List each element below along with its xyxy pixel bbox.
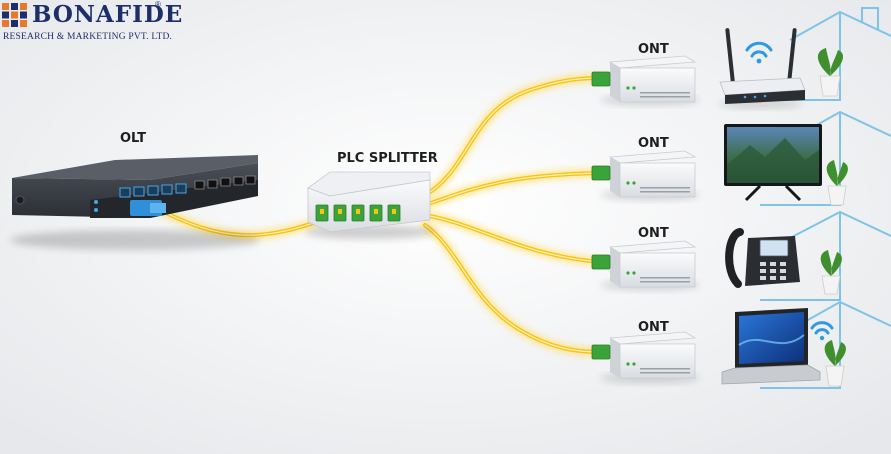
- ont-3-connector: [591, 254, 611, 270]
- ont-4-connector: [591, 344, 611, 360]
- ont-label-2: ONT: [638, 136, 669, 151]
- logo-tagline: RESEARCH & MARKETING PVT. LTD.: [3, 32, 173, 42]
- television-icon: [724, 124, 822, 202]
- olt-label: OLT: [120, 131, 147, 146]
- ont-3: [591, 240, 700, 290]
- plant-icon: [817, 48, 844, 97]
- logo-brand-name: BONAFIDE: [32, 1, 184, 28]
- plant-icon: [824, 340, 846, 387]
- ont-label-1: ONT: [638, 42, 669, 57]
- ip-phone-icon: [725, 228, 800, 288]
- plc-splitter-device: [305, 171, 435, 239]
- plc-splitter-label: PLC SPLITTER: [337, 151, 438, 166]
- wifi-router-icon: [718, 28, 806, 108]
- wifi-signal-icon: [745, 41, 773, 58]
- ont-label-4: ONT: [638, 320, 669, 335]
- fiber-cables: [155, 73, 605, 357]
- ont-1-connector: [591, 71, 611, 87]
- plant-icon: [820, 250, 842, 295]
- olt-status-led: [94, 200, 98, 204]
- company-logo: BONAFIDE ® RESEARCH & MARKETING PVT. LTD…: [2, 0, 182, 46]
- ont-4: [591, 331, 700, 383]
- olt-device: [10, 155, 260, 250]
- laptop-wifi-icon: [810, 321, 834, 335]
- ont-label-3: ONT: [638, 226, 669, 241]
- ont-2: [591, 150, 700, 200]
- ont-units: [591, 55, 700, 383]
- ont-2-connector: [591, 165, 611, 181]
- registered-mark: ®: [155, 0, 161, 9]
- olt-ports: [119, 175, 256, 198]
- ont-1: [591, 55, 700, 105]
- logo-grid-icon: [2, 3, 27, 27]
- potted-plants: [817, 48, 848, 387]
- plant-icon: [826, 160, 848, 206]
- laptop-icon: [721, 308, 834, 385]
